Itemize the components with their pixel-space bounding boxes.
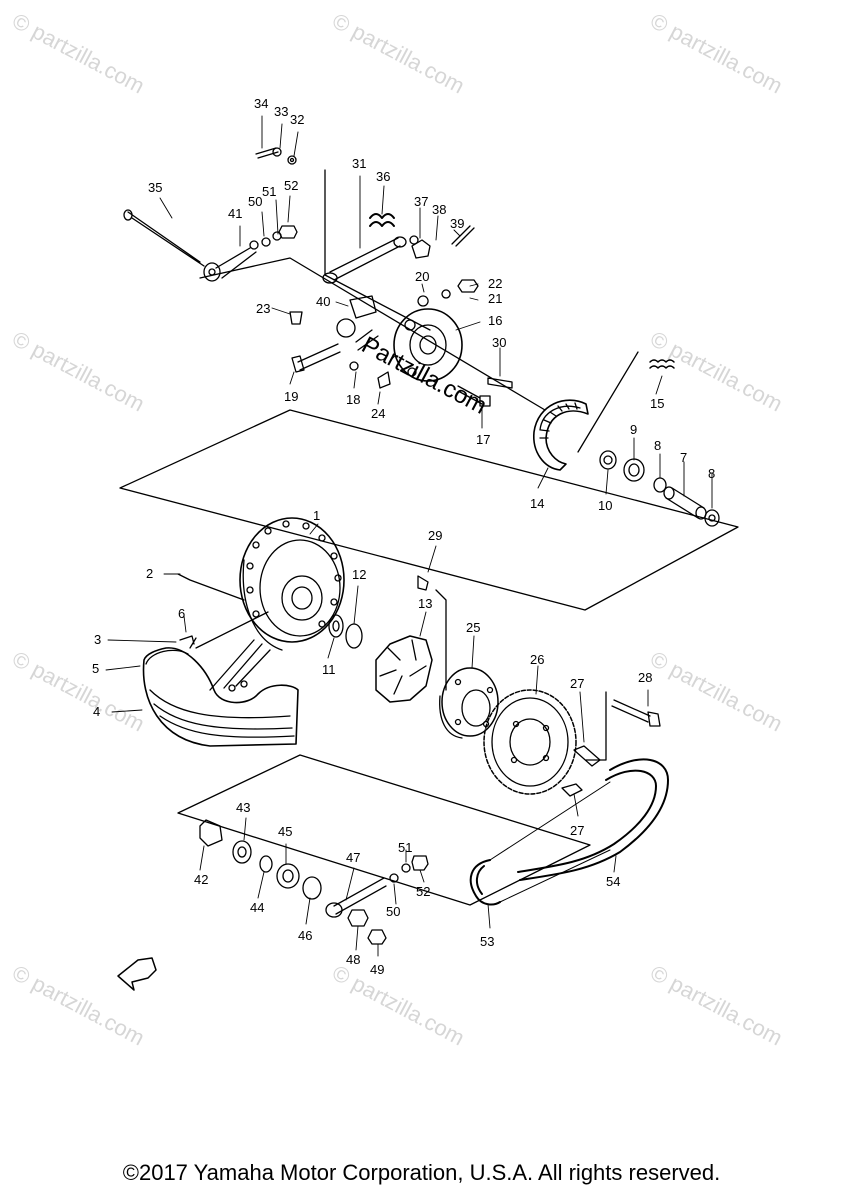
callout-16: 16 — [488, 313, 502, 328]
cotter-pin-group — [255, 147, 297, 165]
callout-15: 15 — [650, 396, 664, 411]
callout-11: 11 — [322, 662, 336, 677]
callout-47: 47 — [346, 850, 360, 865]
callout-38: 38 — [432, 202, 446, 217]
callout-6: 6 — [178, 606, 185, 621]
axle-parts — [199, 819, 429, 945]
callout-4: 4 — [93, 704, 100, 719]
callout-19: 19 — [284, 389, 298, 404]
tension-bar — [215, 225, 298, 279]
fwd-arrow-icon — [117, 957, 157, 991]
callout-52: 52 — [416, 884, 430, 899]
callout-46: 46 — [298, 928, 312, 943]
callout-10: 10 — [598, 498, 612, 513]
callout-23: 23 — [256, 301, 270, 316]
callout-14: 14 — [530, 496, 544, 511]
callout-41: 41 — [228, 206, 242, 221]
sprocket-bolt — [561, 691, 661, 797]
callout-51: 51 — [262, 184, 276, 199]
callout-12: 12 — [352, 567, 366, 582]
brake-rod — [322, 213, 475, 284]
chain-guard — [142, 611, 299, 747]
callout-52: 52 — [284, 178, 298, 193]
callout-53: 53 — [480, 934, 494, 949]
rear-axle — [123, 209, 221, 282]
callout-27: 27 — [570, 823, 584, 838]
bearing-group-right — [599, 450, 720, 527]
callout-9: 9 — [630, 422, 637, 437]
sprocket-hub — [417, 575, 499, 739]
callout-48: 48 — [346, 952, 360, 967]
hub-guide-box — [119, 409, 739, 611]
brake-shoe — [533, 351, 675, 471]
callout-26: 26 — [530, 652, 544, 667]
callout-2: 2 — [146, 566, 153, 581]
callout-8: 8 — [654, 438, 661, 453]
callout-43: 43 — [236, 800, 250, 815]
callout-21: 21 — [488, 291, 502, 306]
callout-36: 36 — [376, 169, 390, 184]
callout-54: 54 — [606, 874, 620, 889]
callout-32: 32 — [290, 112, 304, 127]
callout-24: 24 — [371, 406, 385, 421]
axle-guide-box — [177, 754, 591, 906]
callout-13: 13 — [418, 596, 432, 611]
hub-damper — [328, 614, 433, 703]
drive-chain — [469, 758, 669, 906]
callout-45: 45 — [278, 824, 292, 839]
callout-28: 28 — [638, 670, 652, 685]
callout-27: 27 — [570, 676, 584, 691]
callout-1: 1 — [313, 508, 320, 523]
callout-7: 7 — [680, 450, 687, 465]
leader-lines — [105, 115, 713, 957]
callout-22: 22 — [488, 276, 502, 291]
callout-17: 17 — [476, 432, 490, 447]
rear-sprocket — [483, 689, 577, 795]
callout-8: 8 — [708, 466, 715, 481]
callout-35: 35 — [148, 180, 162, 195]
callout-42: 42 — [194, 872, 208, 887]
callout-33: 33 — [274, 104, 288, 119]
copyright-notice: ©2017 Yamaha Motor Corporation, U.S.A. A… — [122, 1160, 721, 1185]
callout-50: 50 — [248, 194, 262, 209]
callout-31: 31 — [352, 156, 366, 171]
callout-30: 30 — [492, 335, 506, 350]
callout-29: 29 — [428, 528, 442, 543]
callout-34: 34 — [254, 96, 268, 111]
callout-3: 3 — [94, 632, 101, 647]
callout-39: 39 — [450, 216, 464, 231]
callout-20: 20 — [415, 269, 429, 284]
callout-51: 51 — [398, 840, 412, 855]
callout-18: 18 — [346, 392, 360, 407]
callout-labels: 1234567889101112131415161718192021222324… — [92, 96, 715, 977]
brake-plate — [289, 279, 513, 407]
callout-40: 40 — [316, 294, 330, 309]
callout-5: 5 — [92, 661, 99, 676]
callout-25: 25 — [466, 620, 480, 635]
wheel-hub — [177, 517, 345, 651]
callout-44: 44 — [250, 900, 264, 915]
callout-49: 49 — [370, 962, 384, 977]
callout-50: 50 — [386, 904, 400, 919]
callout-37: 37 — [414, 194, 428, 209]
